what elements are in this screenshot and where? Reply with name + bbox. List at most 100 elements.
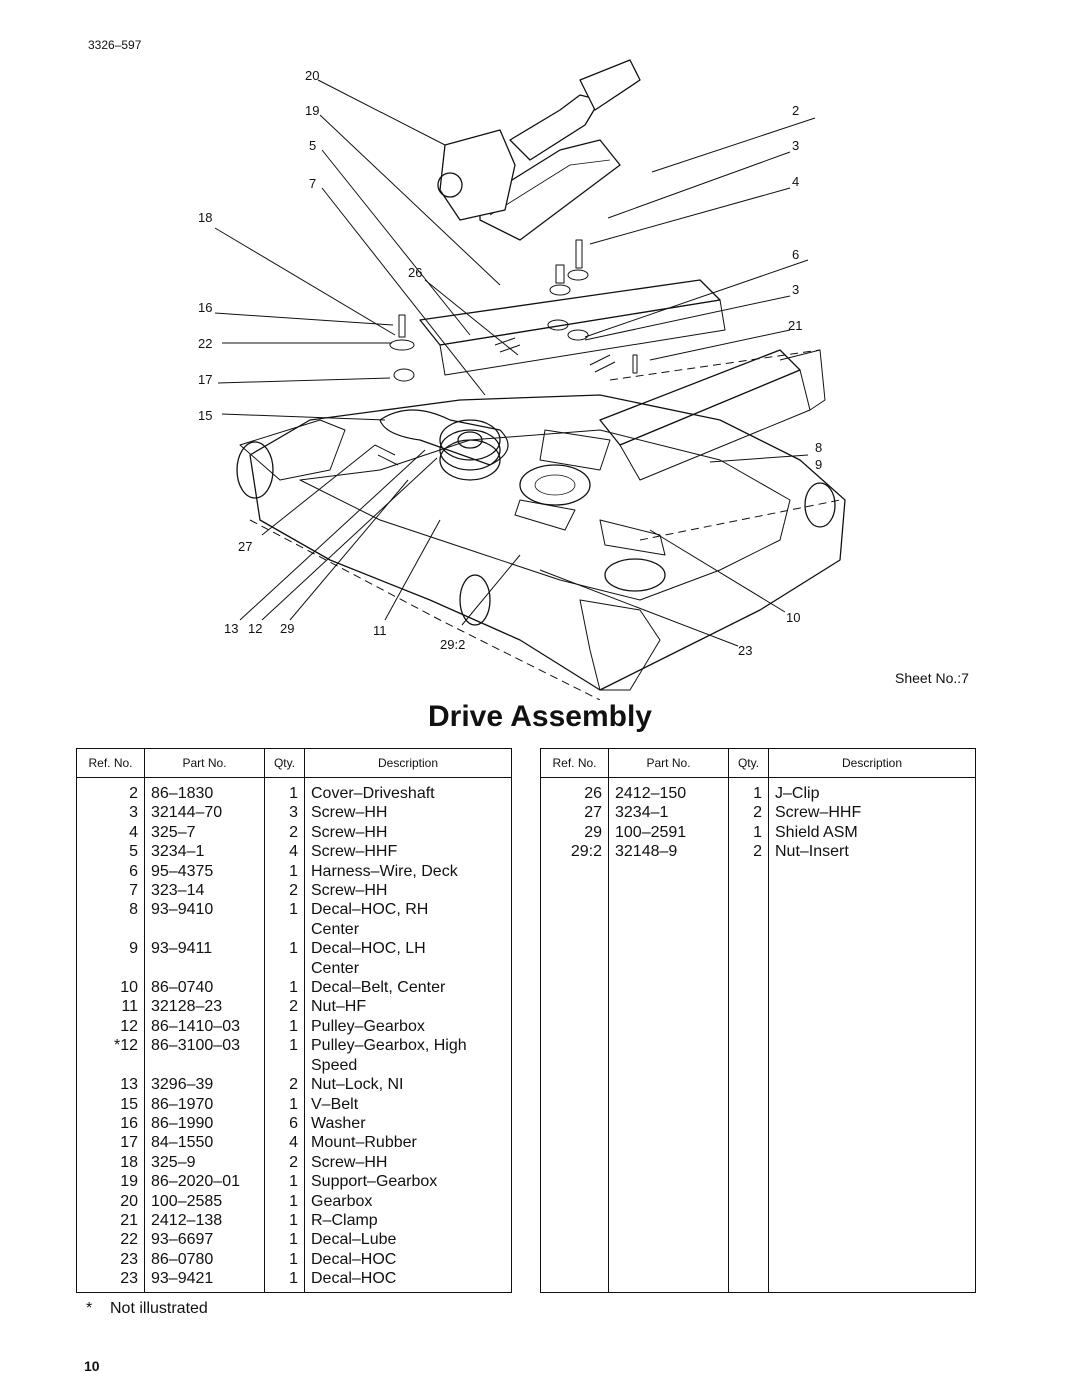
callout-label: 22 [198, 336, 212, 351]
callout-label: 15 [198, 408, 212, 423]
part-number-cell: 86–1990 [144, 1113, 265, 1134]
qty-cell [264, 1055, 305, 1076]
part-number-cell: 86–1830 [144, 784, 265, 804]
qty-cell [264, 919, 305, 940]
col-header-qty: Qty. [728, 748, 769, 778]
description-cell: Decal–Belt, Center [304, 978, 512, 998]
part-number-cell: 86–0780 [144, 1249, 265, 1270]
part-number-cell: 86–3100–03 [144, 1036, 265, 1056]
spacer-row [540, 777, 976, 784]
qty-cell: 1 [264, 1230, 305, 1250]
ref-cell: 20 [76, 1191, 145, 1211]
qty-cell: 1 [264, 784, 305, 804]
description-cell: Speed [304, 1055, 512, 1076]
ref-cell: 19 [76, 1172, 145, 1192]
description-cell: Support–Gearbox [304, 1172, 512, 1192]
ref-cell: 27 [540, 803, 609, 823]
qty-cell: 1 [264, 1269, 305, 1289]
callout-label: 27 [238, 539, 252, 554]
ref-cell: 29:2 [540, 842, 609, 862]
ref-cell: 29 [540, 822, 609, 843]
description-cell: Decal–Lube [304, 1230, 512, 1250]
qty-cell: 1 [264, 1191, 305, 1211]
description-cell: Decal–HOC, LH [304, 939, 512, 959]
callout-label: 18 [198, 210, 212, 225]
callout-label: 21 [788, 318, 802, 333]
ref-cell [76, 1055, 145, 1076]
document-code: 3326–597 [88, 38, 142, 52]
callout-label: 20 [305, 68, 319, 83]
description-cell: V–Belt [304, 1094, 512, 1114]
ref-cell: 12 [76, 1016, 145, 1037]
description-cell: Nut–Lock, NI [304, 1075, 512, 1095]
qty-cell: 1 [264, 1016, 305, 1037]
callout-label: 9 [815, 457, 822, 472]
description-cell: Screw–HH [304, 1152, 512, 1173]
part-number-cell: 32148–9 [608, 842, 729, 862]
qty-cell: 1 [264, 900, 305, 920]
table-header-row: Ref. No. Part No. Qty. Description [540, 748, 976, 778]
qty-cell: 1 [728, 784, 769, 804]
qty-cell: 1 [264, 1249, 305, 1270]
part-number-cell: 86–2020–01 [144, 1172, 265, 1192]
driveshaft-cover [479, 139, 621, 241]
part-number-cell: 100–2585 [144, 1191, 265, 1211]
v-belt [379, 409, 509, 466]
description-cell: Cover–Driveshaft [304, 784, 512, 804]
table-row: Speed [76, 1055, 512, 1076]
table-row: Center [76, 958, 512, 979]
ref-cell: 17 [76, 1133, 145, 1153]
description-cell: Screw–HH [304, 803, 512, 823]
callout-label: 16 [198, 300, 212, 315]
col-header-part: Part No. [144, 748, 265, 778]
filler-row [76, 1288, 512, 1293]
col-header-ref: Ref. No. [540, 748, 609, 778]
part-number-cell [144, 958, 265, 979]
qty-cell: 2 [728, 842, 769, 862]
callout-label: 13 [224, 621, 238, 636]
part-number-cell: 93–9411 [144, 939, 265, 959]
callout-label: 2 [792, 103, 799, 118]
part-number-cell: 86–1410–03 [144, 1016, 265, 1037]
deck-outline [249, 394, 846, 691]
part-number-cell: 93–9421 [144, 1269, 265, 1289]
description-cell: Screw–HH [304, 881, 512, 901]
qty-cell: 2 [728, 803, 769, 823]
description-cell: Center [304, 919, 512, 940]
ref-cell: *12 [76, 1036, 145, 1056]
qty-cell: 2 [264, 997, 305, 1017]
ref-cell: 5 [76, 842, 145, 862]
footnote-symbol: * [86, 1300, 93, 1317]
callout-label: 3 [792, 138, 799, 153]
callout-label: 26 [408, 265, 422, 280]
qty-cell: 6 [264, 1113, 305, 1134]
description-cell: Pulley–Gearbox, High [304, 1036, 512, 1056]
part-number-cell: 323–14 [144, 881, 265, 901]
callout-label: 11 [373, 623, 387, 638]
part-number-cell: 3296–39 [144, 1075, 265, 1095]
part-number-cell: 325–7 [144, 822, 265, 843]
ref-cell: 13 [76, 1075, 145, 1095]
part-number-cell: 2412–138 [144, 1210, 265, 1231]
qty-cell: 1 [264, 1094, 305, 1114]
description-cell: Mount–Rubber [304, 1133, 512, 1153]
description-cell: Harness–Wire, Deck [304, 861, 512, 882]
description-cell: Decal–HOC [304, 1249, 512, 1270]
